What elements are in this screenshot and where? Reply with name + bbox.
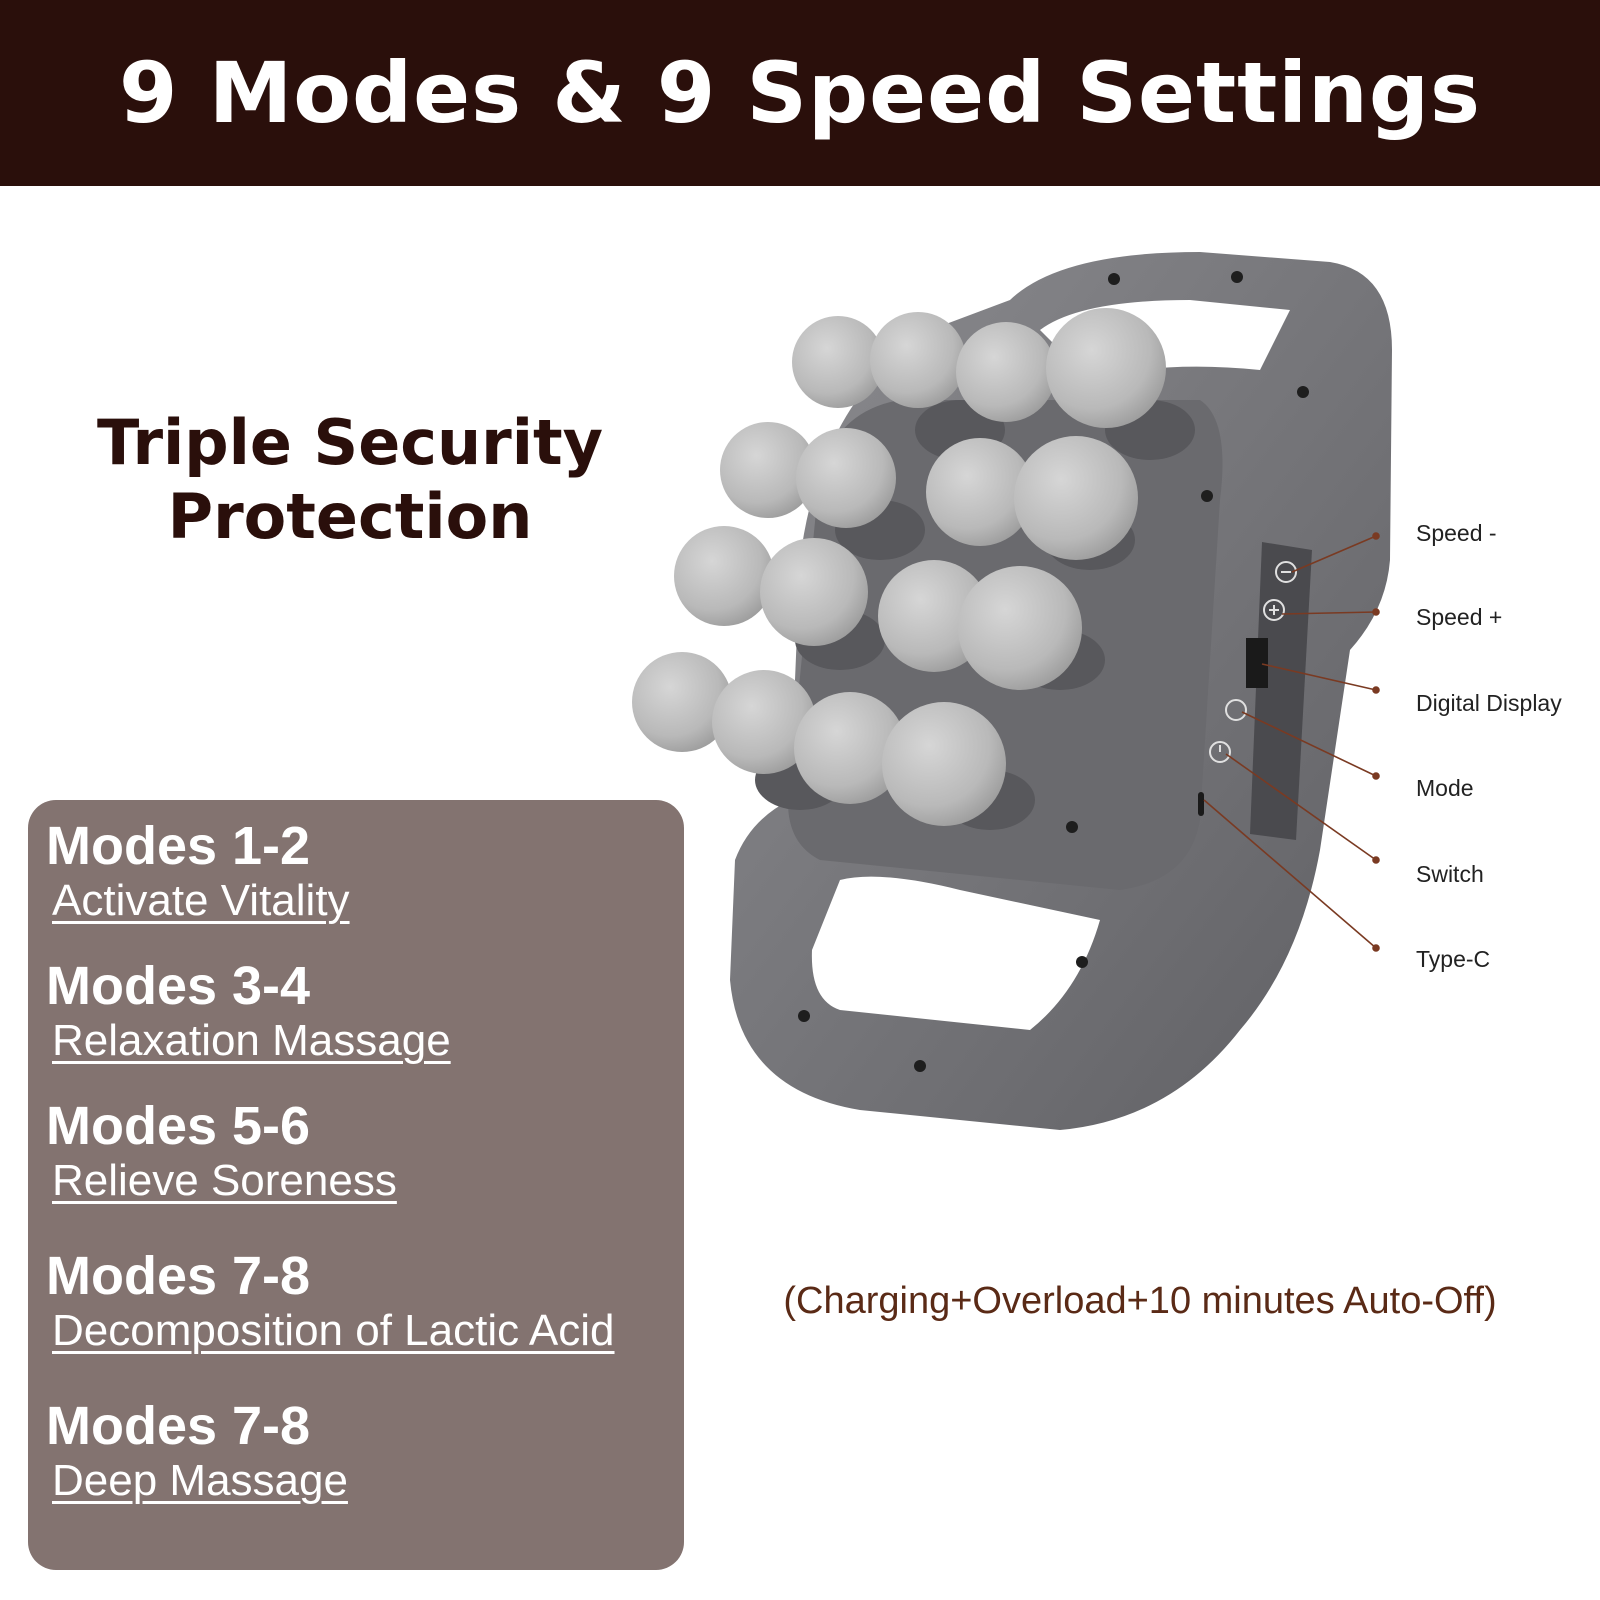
mode-title: Modes 1-2: [46, 816, 311, 876]
mode-title: Modes 5-6: [46, 1096, 311, 1156]
plus-icon: [1263, 599, 1285, 621]
mode-subtitle: Relieve Soreness: [52, 1156, 397, 1205]
type-c-port-icon: [1198, 792, 1204, 816]
massage-balls: [632, 308, 1195, 830]
banner-title: 9 Modes & 9 Speed Settings: [119, 44, 1481, 142]
massage-ball: [926, 438, 1034, 546]
feature-heading: Triple Security Protection: [40, 406, 660, 554]
mode-title: Modes 7-8: [46, 1396, 311, 1456]
minus-icon: [1275, 561, 1297, 583]
power-button[interactable]: [1209, 741, 1231, 763]
mode-icon: [1225, 699, 1247, 721]
massage-ball: [1014, 436, 1138, 560]
mode-title: Modes 3-4: [46, 956, 311, 1016]
modes-card: Modes 1-2 Activate Vitality Modes 3-4 Re…: [28, 800, 684, 1570]
massage-ball: [870, 312, 966, 408]
feature-heading-line-2: Protection: [167, 480, 533, 553]
control-panel: [1198, 542, 1312, 840]
callout-speed-plus: Speed +: [1416, 604, 1503, 630]
mode-item: Modes 5-6 Relieve Soreness: [46, 1096, 397, 1206]
massage-ball: [720, 422, 816, 518]
massage-ball: [1046, 308, 1166, 428]
mode-item: Modes 7-8 Deep Massage: [46, 1396, 348, 1506]
plus-button[interactable]: [1263, 599, 1285, 621]
callout-speed-minus: Speed -: [1416, 520, 1497, 546]
callout-lines: [1203, 532, 1380, 952]
callout-digital-display: Digital Display: [1416, 690, 1562, 716]
massage-ball: [760, 538, 868, 646]
massage-ball: [956, 322, 1056, 422]
minus-button[interactable]: [1275, 561, 1297, 583]
massage-ball: [958, 566, 1082, 690]
callout-switch: Switch: [1416, 861, 1484, 887]
callout-type-c: Type-C: [1416, 946, 1491, 972]
massage-ball: [796, 428, 896, 528]
mode-subtitle: Relaxation Massage: [52, 1016, 451, 1065]
power-icon: [1209, 741, 1231, 763]
massage-ball: [674, 526, 774, 626]
massage-ball: [712, 670, 816, 774]
mode-subtitle: Deep Massage: [52, 1456, 348, 1505]
massage-ball: [882, 702, 1006, 826]
mode-item: Modes 7-8 Decomposition of Lactic Acid: [46, 1246, 615, 1356]
callout-mode: Mode: [1416, 775, 1474, 801]
feature-heading-line-1: Triple Security: [96, 406, 604, 479]
top-banner: 9 Modes & 9 Speed Settings: [0, 0, 1600, 186]
mode-item: Modes 1-2 Activate Vitality: [46, 816, 350, 926]
massage-ball: [792, 316, 884, 408]
mode-button[interactable]: [1225, 699, 1247, 721]
mode-subtitle: Activate Vitality: [52, 876, 350, 925]
massage-ball: [632, 652, 732, 752]
bottom-handle-opening: [811, 876, 1100, 1030]
screw-holes: [798, 271, 1309, 1072]
mode-subtitle: Decomposition of Lactic Acid: [52, 1306, 615, 1355]
digital-display: [1246, 638, 1268, 688]
mode-item: Modes 3-4 Relaxation Massage: [46, 956, 451, 1066]
mode-title: Modes 7-8: [46, 1246, 311, 1306]
massage-ball: [794, 692, 906, 804]
protection-note: (Charging+Overload+10 minutes Auto-Off): [783, 1280, 1497, 1322]
